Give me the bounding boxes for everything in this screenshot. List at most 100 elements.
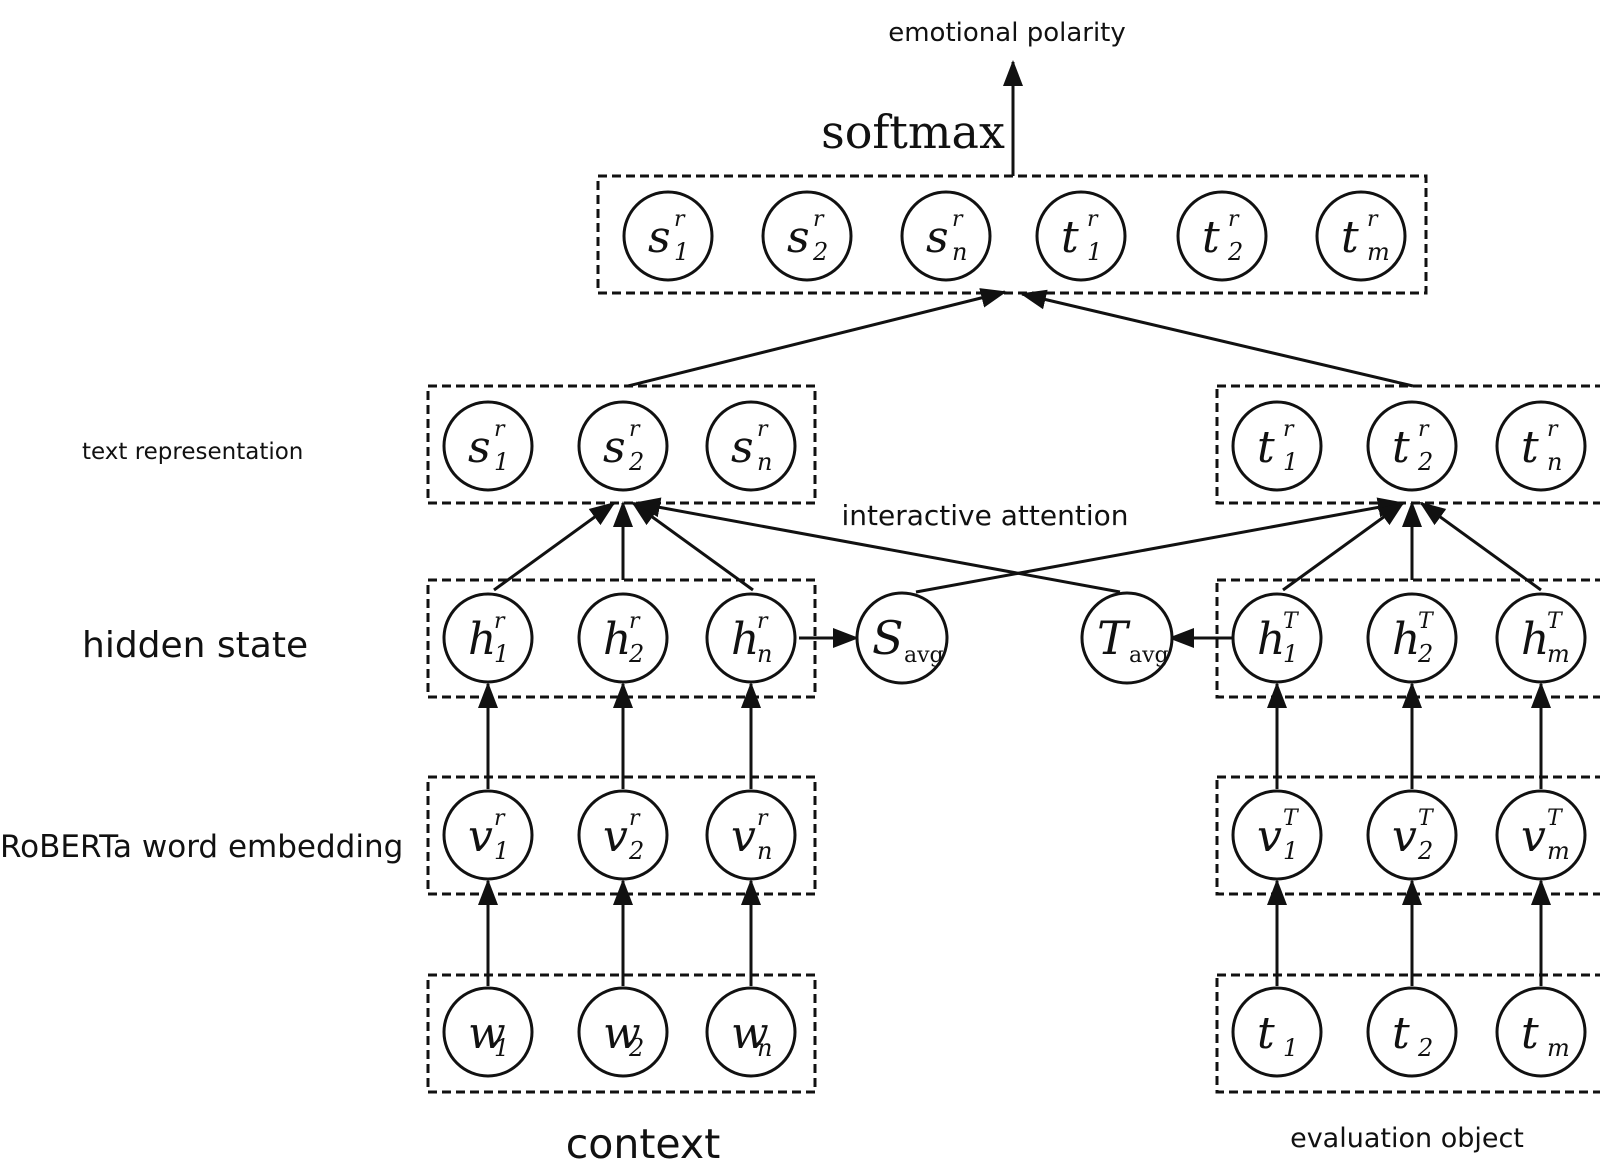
node-superscript: r — [629, 806, 641, 831]
node-subscript: 1 — [1283, 448, 1298, 476]
node-input-left-2: w2 — [577, 986, 669, 1078]
node-symbol: t — [1061, 212, 1079, 263]
node-symbol: h — [1392, 614, 1420, 665]
left-rep-to-top-arrow — [627, 288, 1007, 388]
node-circle — [622, 190, 714, 282]
hidden-state-label: hidden state — [82, 625, 308, 666]
node-symbol: w — [731, 1008, 769, 1059]
node-symbol: T — [1097, 611, 1131, 665]
node-circle — [442, 789, 534, 881]
node-hidden-left-1: hr1 — [442, 592, 534, 684]
node-symbol: s — [603, 422, 626, 473]
node-superscript: r — [1087, 207, 1099, 232]
node-circle — [442, 400, 534, 492]
node-subscript: 2 — [1417, 448, 1433, 476]
node-symbol: v — [468, 811, 493, 862]
node-symbol: t — [1392, 422, 1410, 473]
node-symbol: h — [1257, 614, 1285, 665]
node-circle — [1231, 789, 1323, 881]
node-hidden-left-3: hrn — [705, 592, 797, 684]
node-symbol: v — [1257, 811, 1282, 862]
node-circle — [1495, 592, 1587, 684]
node-subscript: 1 — [1283, 837, 1298, 865]
node-symbol: s — [731, 422, 754, 473]
node-superscript: r — [757, 609, 769, 634]
node-circle — [577, 789, 669, 881]
node-subscript: m — [1367, 238, 1390, 266]
node-circle — [1231, 986, 1323, 1078]
node-subscript: 1 — [1283, 1034, 1298, 1062]
node-subscript: avg — [904, 643, 944, 668]
node-symbol: v — [731, 811, 756, 862]
node-circle — [705, 789, 797, 881]
node-symbol: w — [468, 1008, 506, 1059]
node-hidden-right-2: hT 2 — [1366, 592, 1458, 684]
emotional-polarity-label: emotional polarity — [888, 18, 1126, 48]
node-symbol: t — [1257, 1008, 1275, 1059]
node-circle — [1495, 789, 1587, 881]
node-subscript: 2 — [1417, 837, 1433, 865]
node-superscript: r — [494, 609, 506, 634]
node-subscript: 1 — [674, 238, 689, 266]
node-superscript: T — [1547, 609, 1564, 634]
node-superscript: T — [1547, 806, 1564, 831]
node-subscript: 2 — [1417, 1034, 1433, 1062]
node-subscript: m — [1547, 837, 1570, 865]
hTm-to-t2-arrow — [1419, 501, 1542, 592]
node-superscript: r — [1547, 417, 1559, 442]
node-subscript: m — [1547, 640, 1570, 668]
node-subscript: 2 — [1417, 640, 1433, 668]
node-input-left-1: w1 — [442, 986, 534, 1078]
node-subscript: 1 — [494, 448, 509, 476]
node-circle — [900, 190, 992, 282]
node-superscript: T — [1283, 609, 1300, 634]
node-superscript: r — [813, 207, 825, 232]
node-symbol: h — [603, 614, 631, 665]
node-subscript: n — [1547, 448, 1562, 476]
hT1-to-t2-arrow — [1282, 501, 1405, 592]
node-symbol: t — [1392, 1008, 1410, 1059]
node-circle — [1495, 986, 1587, 1078]
node-circle — [1495, 400, 1587, 492]
node-circle — [577, 986, 669, 1078]
softmax-label: softmax — [821, 105, 1005, 159]
node-symbol: s — [468, 422, 491, 473]
node-subscript: 2 — [628, 837, 644, 865]
evaluation-object-label: evaluation object — [1290, 1123, 1524, 1154]
node-subscript: 1 — [494, 1034, 509, 1062]
node-circle — [1231, 400, 1323, 492]
node-hidden-right-1: hT1 — [1231, 592, 1323, 684]
node-circle — [855, 591, 949, 685]
node-symbol: s — [648, 212, 671, 263]
top-representation-box — [596, 174, 1428, 295]
node-symbol: v — [603, 811, 628, 862]
node-superscript: r — [629, 417, 641, 442]
node-symbol: h — [468, 614, 496, 665]
node-symbol: v — [1392, 811, 1417, 862]
node-circle — [1080, 591, 1174, 685]
context-label: context — [566, 1120, 721, 1163]
node-subscript: n — [952, 238, 967, 266]
node-circle — [1035, 190, 1127, 282]
node-symbol: w — [603, 1008, 641, 1059]
node-symbol: t — [1521, 422, 1539, 473]
node-superscript: T — [1418, 806, 1435, 831]
node-symbol: t — [1341, 212, 1359, 263]
node-superscript: T — [1418, 609, 1435, 634]
node-subscript: 2 — [628, 640, 644, 668]
node-superscript: r — [674, 207, 686, 232]
node-superscript: r — [1367, 207, 1379, 232]
